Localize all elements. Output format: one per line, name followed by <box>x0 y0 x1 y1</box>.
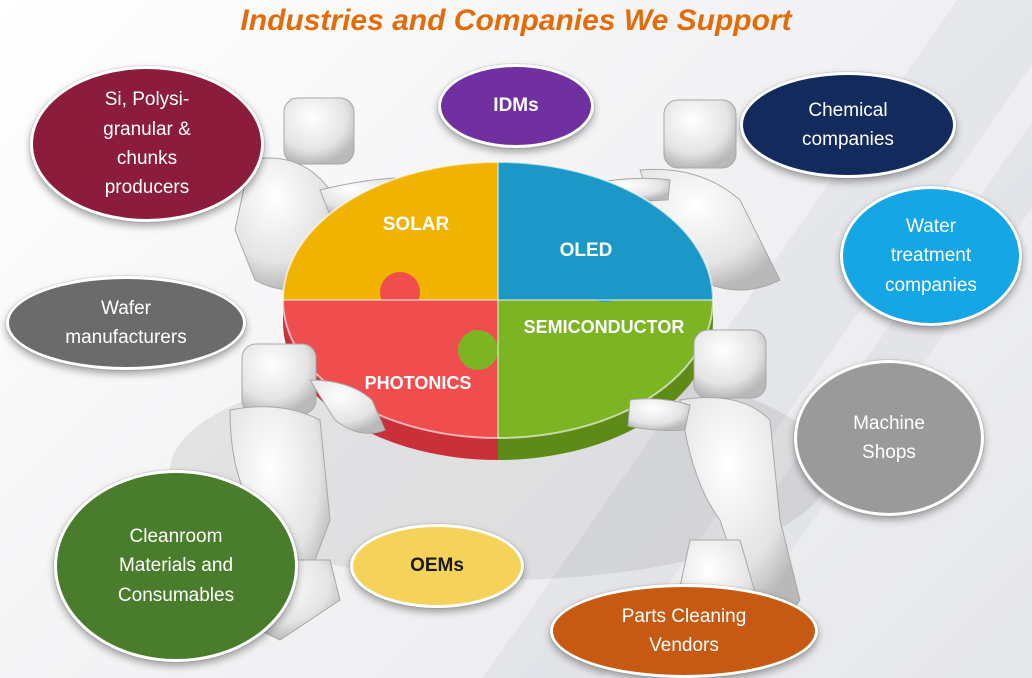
oval-machine: Machine Shops <box>794 360 984 516</box>
disc-thickness <box>283 300 713 460</box>
oval-idms-label: IDMs <box>493 95 539 117</box>
oval-chemical-label: Chemical companies <box>802 99 894 150</box>
puzzle-knob <box>585 262 625 302</box>
page-title: Industries and Companies We Support <box>240 4 792 37</box>
oval-si-polysi: Si, Polysi- granular & chunks producers <box>30 66 264 222</box>
oval-wafer-label: Wafer manufacturers <box>65 297 187 348</box>
puzzle-knob <box>458 330 498 370</box>
figure-back-right <box>599 99 781 291</box>
puzzle-label-photonics: PHOTONICS <box>365 373 472 393</box>
oval-chemical: Chemical companies <box>740 72 956 178</box>
oval-cleanroom: Cleanroom Materials and Consumables <box>54 470 298 662</box>
oval-wafer: Wafer manufacturers <box>6 276 246 370</box>
oval-machine-label: Machine Shops <box>853 412 925 463</box>
oval-parts: Parts Cleaning Vendors <box>550 584 818 678</box>
oval-idms: IDMs <box>438 64 594 148</box>
oval-parts-label: Parts Cleaning Vendors <box>621 605 747 656</box>
puzzle-knob <box>380 272 420 312</box>
oval-si-polysi-label: Si, Polysi- granular & chunks producers <box>103 89 191 199</box>
oval-oems-label: OEMs <box>410 555 464 577</box>
oval-cleanroom-label: Cleanroom Materials and Consumables <box>117 525 235 606</box>
oval-water-label: Water treatment companies <box>885 215 977 296</box>
puzzle-knob <box>499 202 539 242</box>
puzzle-label-semiconductor: SEMICONDUCTOR <box>524 317 685 337</box>
puzzle-label-oled: OLED <box>560 240 613 261</box>
oval-oems: OEMs <box>350 524 524 608</box>
oval-water: Water treatment companies <box>840 186 1022 326</box>
puzzle-label-solar: SOLAR <box>383 214 450 235</box>
